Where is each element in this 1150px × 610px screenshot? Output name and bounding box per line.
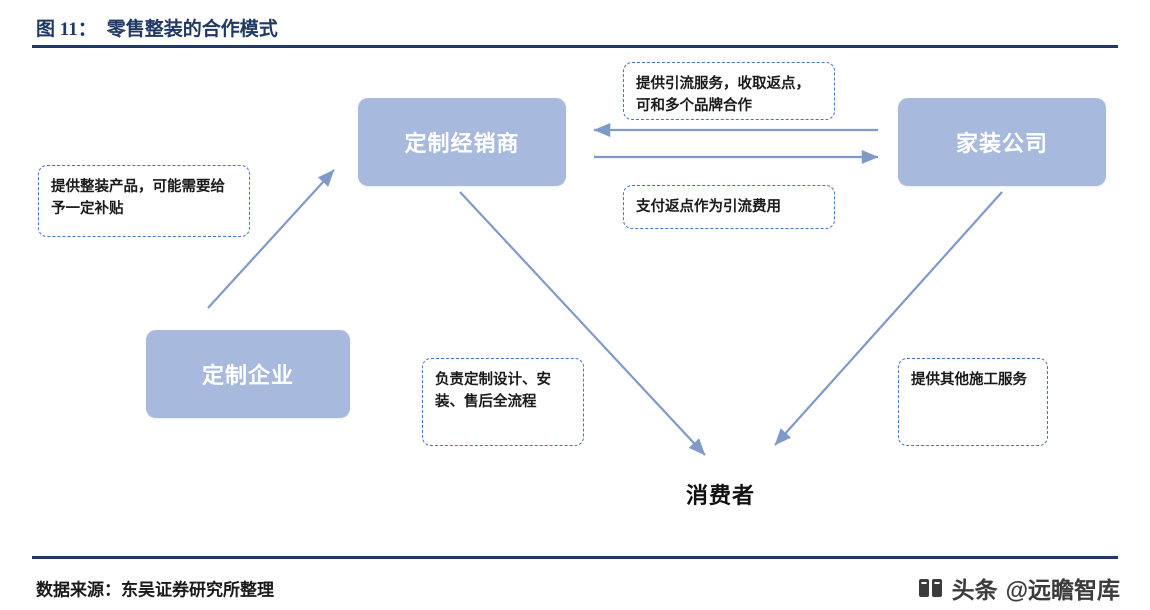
watermark-brand: 头条 [951, 577, 998, 603]
node-custom-dealer[interactable]: 定制经销商 [358, 98, 566, 186]
note-full-process-service-text: 负责定制设计、安装、售后全流程 [435, 372, 551, 411]
note-traffic-service-text: 提供引流服务，收取返点，可和多个品牌合作 [636, 76, 810, 115]
node-home-decoration-company[interactable]: 家装公司 [898, 98, 1106, 186]
label-consumer: 消费者 [686, 478, 755, 510]
node-custom-enterprise[interactable]: 定制企业 [146, 330, 350, 418]
figure-number: 图 11： [36, 19, 97, 40]
watermark: 头条 @远瞻智库 [918, 571, 1120, 605]
node-custom-enterprise-label: 定制企业 [201, 363, 294, 388]
toutiao-logo-icon [918, 575, 944, 601]
node-home-decoration-company-label: 家装公司 [955, 131, 1048, 156]
note-rebate-payment: 支付返点作为引流费用 [623, 185, 835, 229]
note-traffic-service: 提供引流服务，收取返点，可和多个品牌合作 [623, 62, 835, 120]
note-other-construction-text: 提供其他施工服务 [911, 372, 1027, 388]
node-custom-dealer-label: 定制经销商 [404, 131, 520, 156]
label-consumer-text: 消费者 [686, 483, 756, 508]
page-title: 零售整装的合作模式 [106, 19, 278, 40]
watermark-handle: @远瞻智库 [1005, 577, 1120, 603]
footer-divider [32, 556, 1118, 559]
note-full-process-service: 负责定制设计、安装、售后全流程 [422, 358, 584, 446]
header-divider [32, 45, 1118, 48]
note-rebate-payment-text: 支付返点作为引流费用 [636, 198, 781, 215]
note-product-supply-text: 提供整装产品，可能需要给予一定补贴 [51, 179, 225, 218]
note-product-supply: 提供整装产品，可能需要给予一定补贴 [38, 165, 250, 237]
note-other-construction: 提供其他施工服务 [898, 358, 1048, 446]
source-note: 数据来源：东吴证券研究所整理 [36, 580, 274, 600]
figure-header: 图 11： 零售整装的合作模式 [36, 14, 1116, 41]
